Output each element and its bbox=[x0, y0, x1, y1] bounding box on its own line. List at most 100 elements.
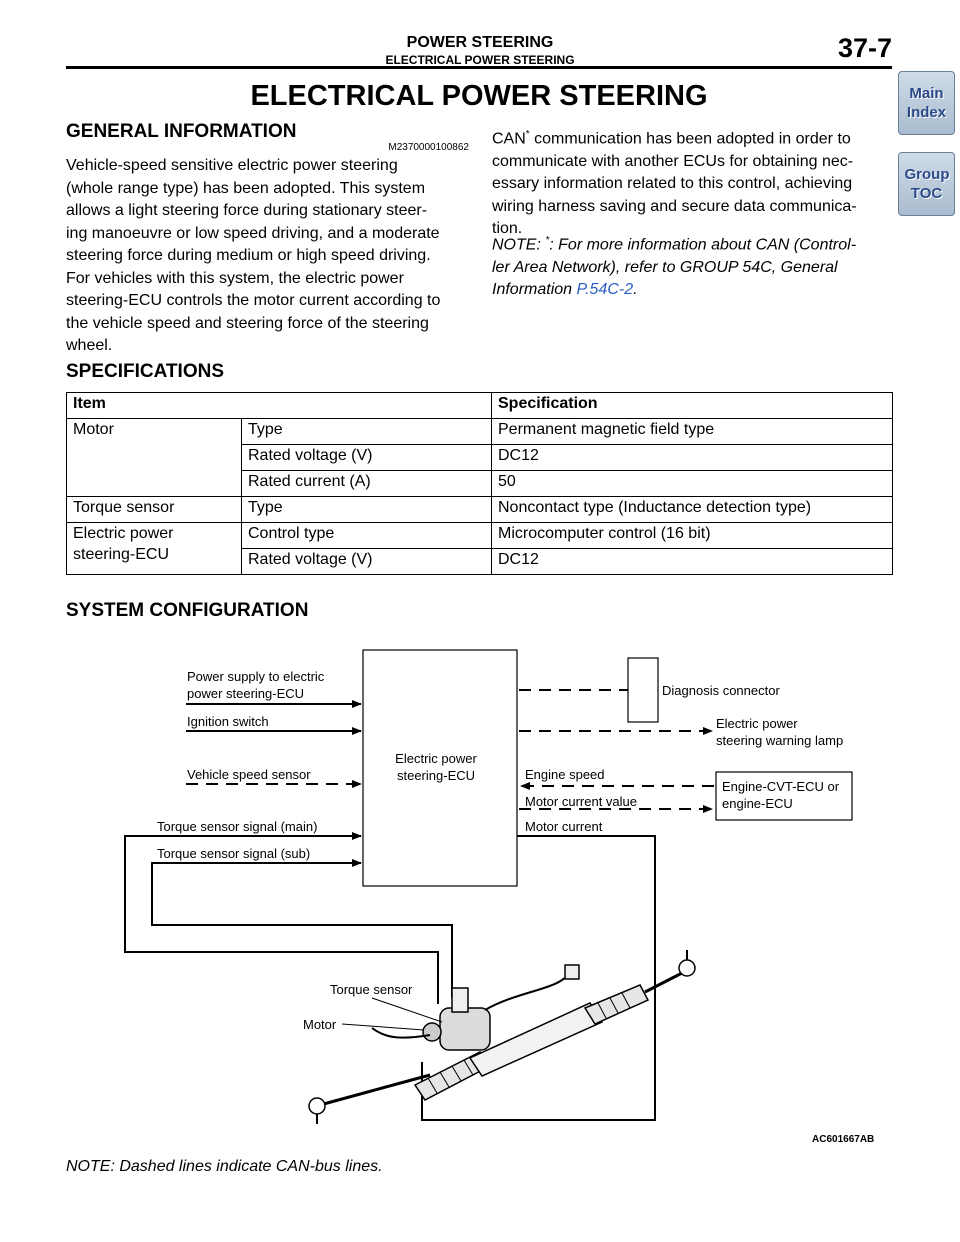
input-shaft bbox=[451, 987, 469, 1013]
warning-lamp-label: Electric power steering warning lamp bbox=[716, 715, 843, 749]
text-line: For vehicles with this system, the elect… bbox=[66, 269, 404, 287]
header-cell-item: Item bbox=[66, 392, 492, 419]
diagnosis-connector-label: Diagnosis connector bbox=[662, 683, 780, 698]
right-tie-rod-end bbox=[678, 959, 696, 977]
motor-leader bbox=[341, 1023, 425, 1031]
torque-sub-label: Torque sensor signal (sub) bbox=[157, 846, 311, 861]
main-index-button[interactable]: Main Index bbox=[898, 71, 955, 135]
motor-current-label: Motor current bbox=[525, 819, 603, 834]
table-cell: Permanent magnetic field type bbox=[491, 418, 893, 445]
ecu-box bbox=[362, 649, 518, 887]
steering-gear-illustration bbox=[308, 950, 696, 1124]
left-boot-ribs bbox=[427, 1059, 474, 1094]
group-toc-label: Group TOC bbox=[904, 166, 950, 202]
text-line: : For more information about CAN (Contro… bbox=[549, 236, 857, 254]
text-line: Vehicle-speed sensitive electric power s… bbox=[66, 157, 398, 174]
text-line: Power supply to electric bbox=[187, 669, 325, 684]
motor-current-value-label: Motor current value bbox=[525, 794, 637, 809]
diagnosis-connector-box bbox=[627, 657, 659, 723]
engine-speed-label: Engine speed bbox=[525, 767, 605, 782]
table-cell: Electric power steering-ECU bbox=[66, 522, 242, 575]
text-line: steering warning lamp bbox=[716, 733, 844, 748]
page-title: ELECTRICAL POWER STEERING bbox=[250, 80, 708, 112]
text-line: Electric power bbox=[716, 716, 798, 731]
torque-sensor-label: Torque sensor bbox=[330, 982, 413, 997]
text-line: . bbox=[633, 281, 638, 299]
system-configuration-heading: SYSTEM CONFIGURATION bbox=[66, 600, 309, 621]
main-index-label: Main Index bbox=[906, 85, 947, 121]
rack-housing bbox=[468, 1002, 604, 1077]
engine-ecu-box bbox=[715, 771, 853, 821]
table-row: Motor Type Permanent magnetic field type bbox=[66, 418, 893, 497]
text-line: Engine-CVT-ECU or bbox=[722, 779, 840, 794]
table-cell: Microcomputer control (16 bit) bbox=[491, 522, 893, 549]
page-number: 37-7 bbox=[837, 33, 892, 63]
header-rule bbox=[66, 66, 892, 69]
right-boot-ribs bbox=[597, 992, 631, 1019]
motor-body bbox=[422, 1022, 442, 1042]
text-line: tion. bbox=[492, 220, 523, 238]
table-row: Rated voltage (V) DC12 bbox=[67, 444, 893, 471]
power-supply-label: Power supply to electric power steering-… bbox=[187, 668, 324, 702]
gear-housing bbox=[439, 1007, 491, 1051]
footnote-marker: * bbox=[525, 129, 530, 140]
note-label: NOTE: bbox=[492, 236, 546, 254]
table-cell: DC12 bbox=[491, 548, 893, 575]
can-text: CAN bbox=[492, 130, 526, 148]
figure-code: AC601667AB bbox=[812, 1134, 875, 1145]
table-cell: Rated voltage (V) bbox=[241, 444, 492, 471]
torque-main-label: Torque sensor signal (main) bbox=[157, 819, 318, 834]
table-row: Item Specification bbox=[66, 392, 893, 419]
torque-sensor-leader bbox=[371, 997, 443, 1023]
group-title: POWER STEERING bbox=[406, 34, 554, 51]
text-line: power steering-ECU bbox=[187, 686, 305, 701]
vehicle-speed-sensor-label: Vehicle speed sensor bbox=[187, 767, 311, 782]
table-row: Torque sensor Type Noncontact type (Indu… bbox=[66, 496, 893, 523]
ignition-switch-label: Ignition switch bbox=[187, 714, 269, 729]
text-line: steering-ECU controls the motor current … bbox=[66, 292, 441, 309]
text-line: communication has been adopted in order … bbox=[529, 130, 851, 148]
motor-label: Motor bbox=[303, 1017, 337, 1032]
group-54c-link[interactable]: P.54C-2 bbox=[576, 281, 634, 299]
text-line: steering-ECU bbox=[396, 768, 476, 783]
group-toc-button[interactable]: Group TOC bbox=[898, 152, 955, 216]
specifications-table: Item Specification Motor Type Permanent … bbox=[66, 392, 893, 575]
text-line: Electric power bbox=[395, 751, 477, 766]
torque-main-line bbox=[124, 835, 439, 1004]
right-boot bbox=[583, 984, 650, 1025]
can-note: NOTE: *: For more information about CAN … bbox=[492, 230, 892, 302]
can-paragraph: CAN* communication has been adopted in o… bbox=[492, 124, 892, 241]
text-line: allows a light steering force during sta… bbox=[66, 202, 428, 219]
motor-current-line bbox=[421, 835, 656, 1121]
text-line: (whole range type) has been adopted. Thi… bbox=[66, 179, 426, 197]
ecu-label: Electric power steering-ECU bbox=[377, 750, 495, 784]
text-line: engine-ECU bbox=[722, 796, 793, 811]
text-line: wheel. bbox=[66, 337, 113, 354]
document-code: M2370000100862 bbox=[388, 142, 469, 153]
text-line: steering-ECU bbox=[73, 546, 170, 563]
text-line: ing manoeuvre or low speed driving, and … bbox=[66, 224, 440, 242]
text-line: steering force during medium or high spe… bbox=[66, 247, 431, 264]
text-line: essary information related to this contr… bbox=[492, 175, 853, 193]
right-tie-rod bbox=[644, 970, 685, 994]
text-line: the vehicle speed and steering force of … bbox=[66, 314, 429, 332]
general-information-heading: GENERAL INFORMATION bbox=[66, 121, 297, 142]
section-title: ELECTRICAL POWER STEERING bbox=[385, 53, 575, 67]
left-tie-rod bbox=[319, 1073, 431, 1107]
specifications-heading: SPECIFICATIONS bbox=[66, 361, 224, 382]
left-tie-rod-end bbox=[308, 1097, 326, 1115]
footnote-marker: * bbox=[545, 235, 550, 246]
text-line: Information bbox=[492, 281, 577, 299]
table-cell: Motor bbox=[66, 418, 242, 497]
text-line: communicate with another ECUs for obtain… bbox=[492, 152, 854, 170]
footer-note: NOTE: Dashed lines indicate CAN-bus line… bbox=[66, 1158, 383, 1175]
text-line: Electric power bbox=[73, 525, 174, 542]
table-cell: Torque sensor bbox=[66, 496, 242, 523]
table-cell: Noncontact type (Inductance detection ty… bbox=[491, 496, 893, 523]
header-cell-specification: Specification bbox=[491, 392, 893, 419]
text-line: wiring harness saving and secure data co… bbox=[492, 197, 857, 215]
general-information-text: Vehicle-speed sensitive electric power s… bbox=[66, 155, 476, 358]
table-cell: DC12 bbox=[491, 444, 893, 471]
harness-cable bbox=[484, 971, 571, 1011]
